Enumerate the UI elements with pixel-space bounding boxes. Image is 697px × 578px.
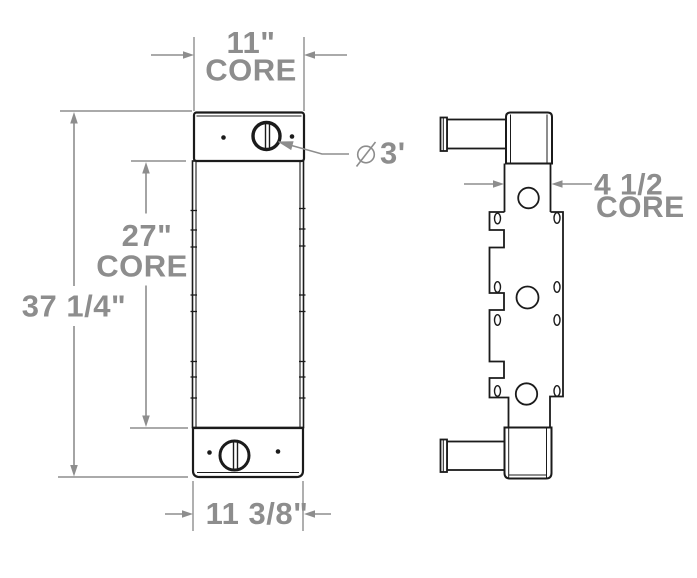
side-channel-ticks (190, 207, 306, 399)
dim-port-diameter-value: 3' (380, 136, 406, 171)
dim-core-depth-value: 4 1/2 (594, 169, 663, 202)
front-bottom-tank (191, 426, 305, 479)
mounting-slots (493, 211, 561, 398)
rivet-dot (289, 134, 295, 139)
rivet-dot (207, 450, 212, 455)
filler-cap (251, 120, 282, 152)
port-holes (514, 186, 540, 406)
arrowhead (182, 510, 193, 518)
dim-bottom-width: 11 3/8" (165, 481, 331, 531)
dim-top-width: 11" CORE (151, 25, 347, 111)
dim-port-diameter: 3' (277, 136, 406, 171)
front-top-tank (192, 111, 306, 163)
dim-top-width-value: 11" (227, 25, 276, 60)
dim-core-depth: 4 1/2 CORE (464, 169, 685, 224)
side-top-tank (505, 111, 553, 165)
front-view (190, 111, 306, 479)
dim-overall-height: 37 1/4" (22, 110, 192, 478)
top-outlet-pipe (439, 116, 508, 152)
dim-bottom-width-value: 11 3/8" (206, 496, 309, 531)
diameter-symbol (355, 141, 377, 167)
arrowhead (70, 465, 78, 477)
arrowhead (551, 180, 563, 188)
front-core (190, 160, 306, 429)
dim-core-depth-label: CORE (596, 191, 685, 224)
arrowhead (304, 51, 315, 59)
dim-core-height: 27" CORE (96, 160, 188, 429)
dim-core-height-value: 27" (122, 218, 173, 253)
arrowhead (142, 162, 150, 174)
arrowhead (70, 112, 78, 124)
side-bottom-tank (503, 426, 553, 480)
rivet-dot (275, 449, 281, 454)
arrowhead (183, 51, 194, 59)
side-view (439, 111, 564, 480)
side-plate-profile (488, 163, 564, 428)
arrowhead (142, 415, 150, 427)
dim-overall-height-value: 37 1/4" (22, 289, 126, 324)
arrowhead (304, 510, 315, 518)
drain-cap (218, 439, 251, 472)
bottom-outlet-pipe (439, 438, 506, 473)
dim-core-height-label: CORE (96, 249, 188, 284)
dim-top-width-label: CORE (205, 53, 297, 88)
leader-arrowhead (277, 141, 294, 151)
arrowhead (493, 180, 504, 188)
rivet-dot (221, 135, 226, 140)
